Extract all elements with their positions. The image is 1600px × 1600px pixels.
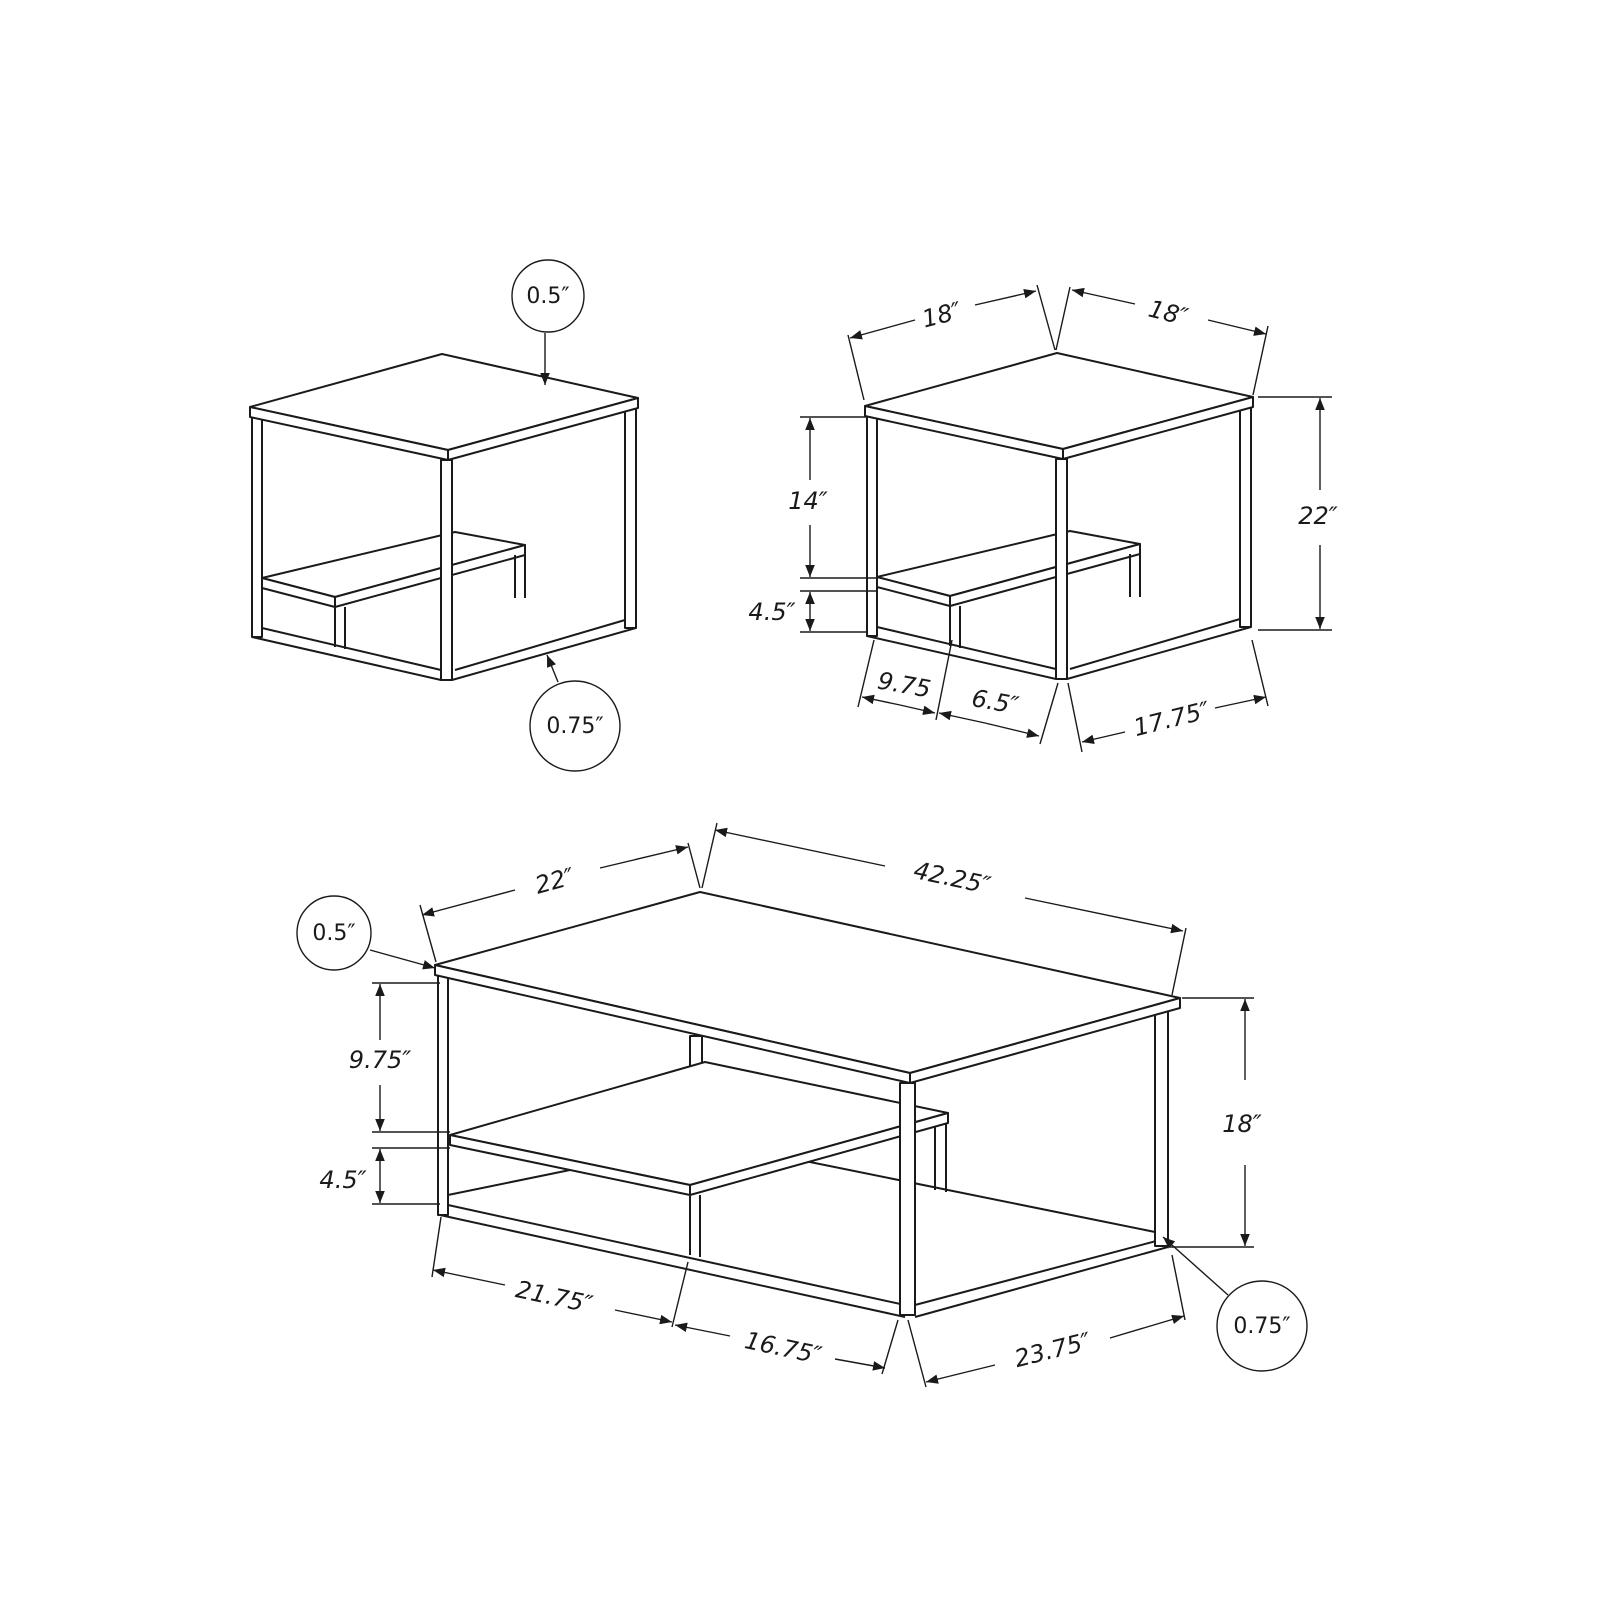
side-table-right-drawing [864,352,1254,680]
shelf-depth-label: 9.75 [875,667,932,704]
coffee-base-depth-label: 23.75″ [1012,1327,1094,1373]
top-thickness-label: 0.5″ [526,284,569,309]
coffee-shelf-length-label: 21.75″ [513,1275,595,1319]
coffee-shelf-height-label: 4.5″ [319,1166,366,1194]
height-label: 22″ [1298,502,1338,530]
side-table-left-drawing [249,353,639,681]
side-table-left-callouts: 0.5″ 0.75″ [511,259,621,772]
coffee-depth-label: 22″ [532,862,577,899]
coffee-top-thickness-label: 0.5″ [312,921,355,946]
width-label: 18″ [1146,295,1191,332]
shelf-offset-label: 6.5″ [970,684,1021,720]
shelf-clearance-label: 14″ [788,487,828,515]
leg-width-label: 0.75″ [546,714,603,739]
coffee-table-drawing [434,891,1181,1318]
shelf-height-label: 4.5″ [748,598,795,626]
coffee-length-label: 42.25″ [911,856,993,900]
coffee-height-label: 18″ [1222,1110,1262,1138]
depth-label: 18″ [919,297,964,334]
coffee-leg-width-label: 0.75″ [1233,1314,1290,1339]
coffee-shelf-offset-label: 16.75″ [742,1326,824,1370]
base-width-label: 17.75″ [1131,696,1213,742]
coffee-shelf-clearance-label: 9.75″ [349,1046,411,1074]
